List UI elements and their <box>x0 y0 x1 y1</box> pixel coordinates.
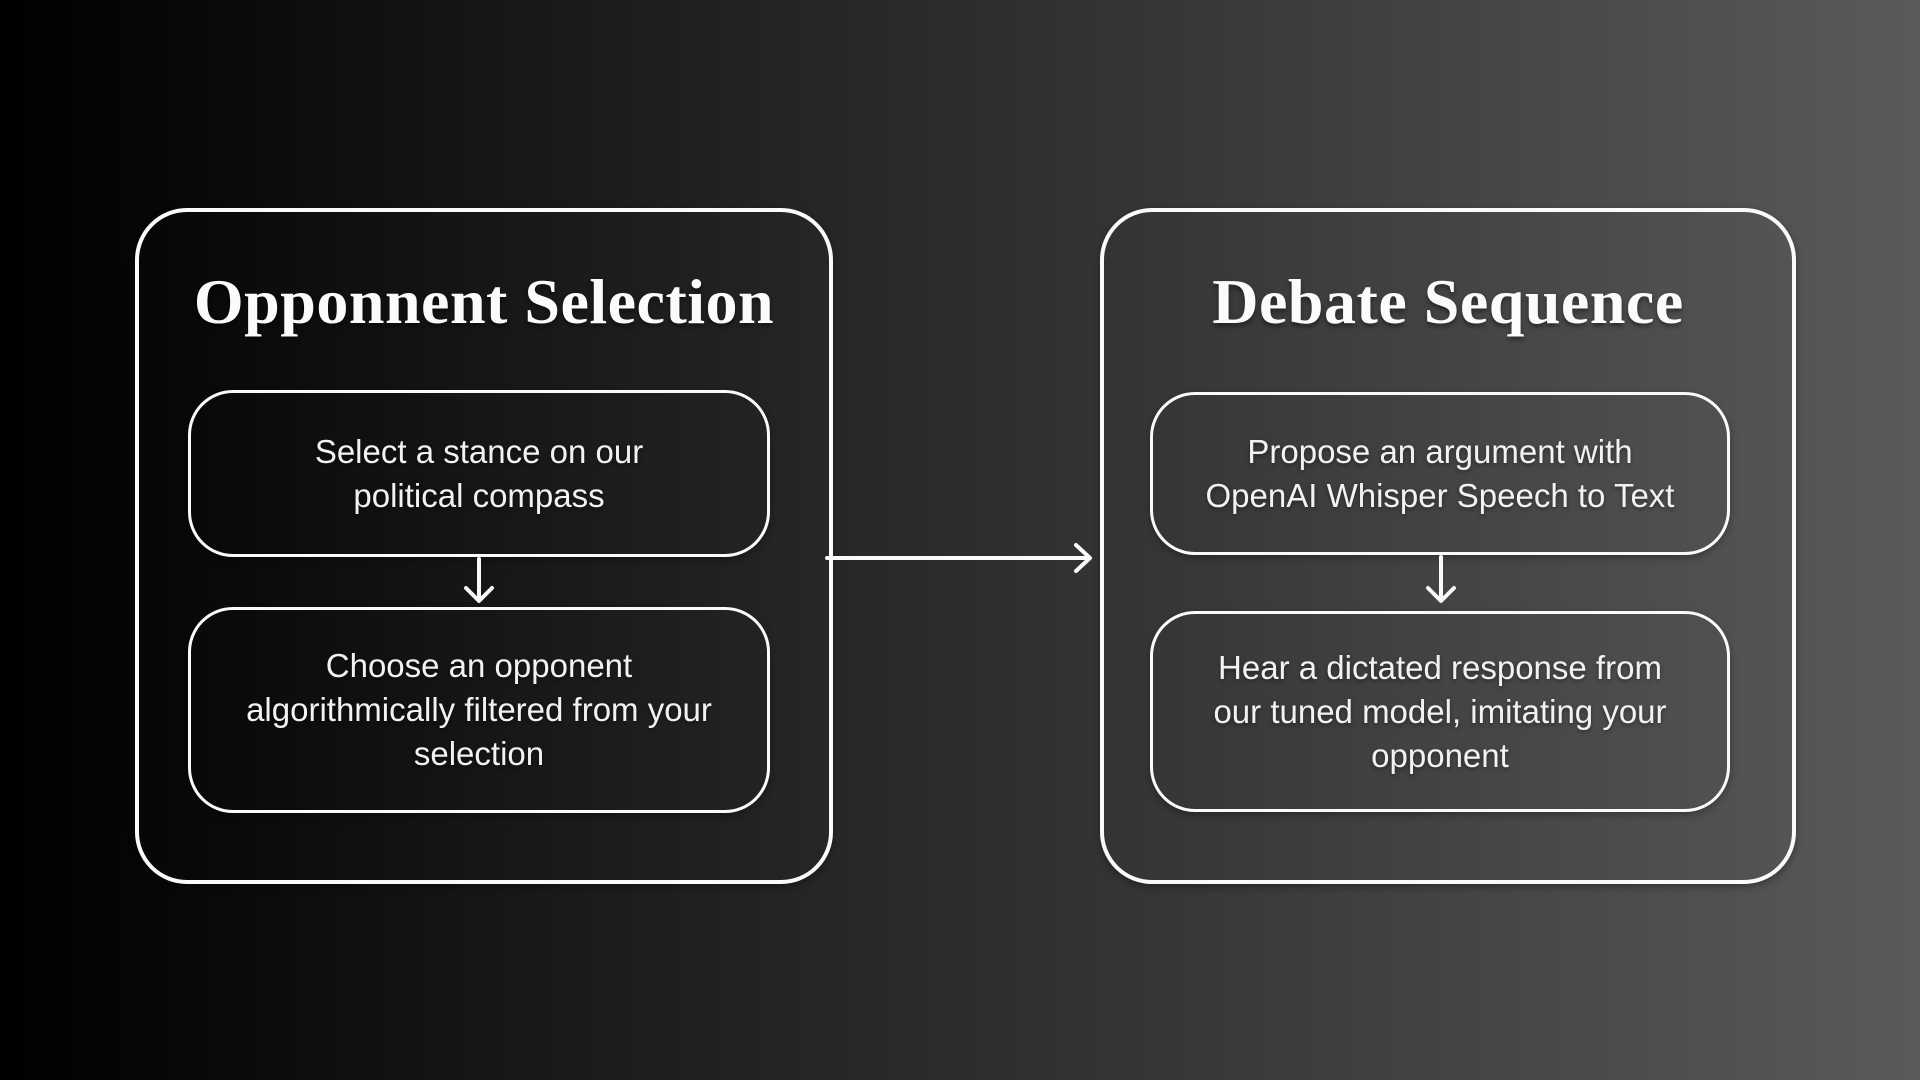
right-arrow-connector-icon <box>825 543 1092 573</box>
step-propose-argument: Propose an argument with OpenAI Whisper … <box>1150 392 1730 555</box>
step-hear-response: Hear a dictated response from our tuned … <box>1150 611 1730 812</box>
opponent-selection-title: Opponnent Selection <box>193 266 775 337</box>
opponent-selection-panel: Opponnent Selection <box>135 208 833 884</box>
step-select-stance: Select a stance on our political compass <box>188 390 770 557</box>
debate-sequence-panel: Debate Sequence <box>1100 208 1796 884</box>
step-choose-opponent: Choose an opponent algorithmically filte… <box>188 607 770 813</box>
debate-sequence-title: Debate Sequence <box>1212 266 1684 337</box>
